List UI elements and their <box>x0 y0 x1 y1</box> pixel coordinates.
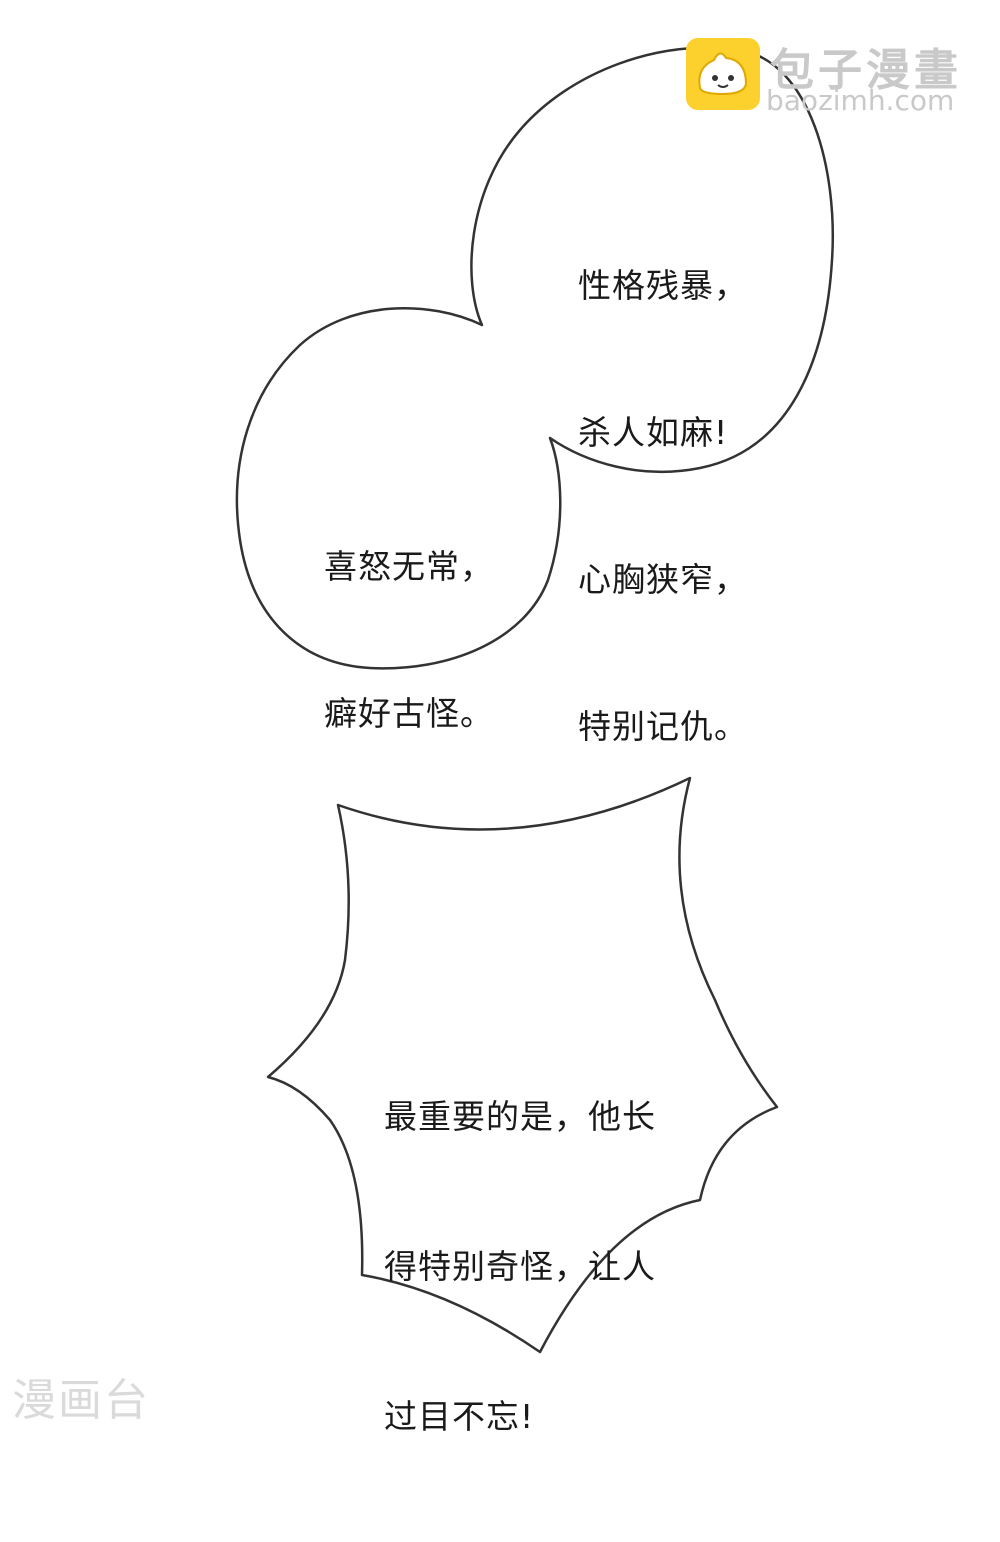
text-line: 最重要的是，他长 <box>384 1097 656 1136</box>
text-line: 心胸狭窄， <box>578 560 748 599</box>
watermark-top: 包子漫畫 baozimh.com <box>686 34 986 120</box>
spiky-speech-bubble <box>266 776 779 1354</box>
bubble-text-spiky: 最重要的是，他长 得特别奇怪，让人 过目不忘! <box>384 992 656 1542</box>
text-line: 癖好古怪。 <box>324 694 494 733</box>
bubble-text-top-right: 性格残暴， 杀人如麻! 心胸狭窄， 特别记仇。 <box>578 163 748 849</box>
text-line: 性格残暴， <box>578 266 748 305</box>
bubble-text-left: 喜怒无常， 癖好古怪。 <box>324 444 494 836</box>
watermark-bottom: 漫画台 <box>12 1375 150 1426</box>
text-line: 喜怒无常， <box>324 547 494 586</box>
text-line: 得特别奇怪，让人 <box>384 1247 656 1286</box>
text-line: 过目不忘! <box>384 1397 535 1436</box>
speech-bubbles <box>235 46 834 1354</box>
comic-page: 性格残暴， 杀人如麻! 心胸狭窄， 特别记仇。 喜怒无常， 癖好古怪。 最重要的… <box>12 34 986 1436</box>
text-line: 特别记仇。 <box>578 707 748 746</box>
cloud-speech-bubble <box>235 46 834 670</box>
watermark-url: baozimh.com <box>766 84 955 117</box>
bun-mascot-icon <box>686 38 760 110</box>
text-line: 杀人如麻! <box>578 413 729 452</box>
watermark-brand: 包子漫畫 <box>770 45 962 96</box>
